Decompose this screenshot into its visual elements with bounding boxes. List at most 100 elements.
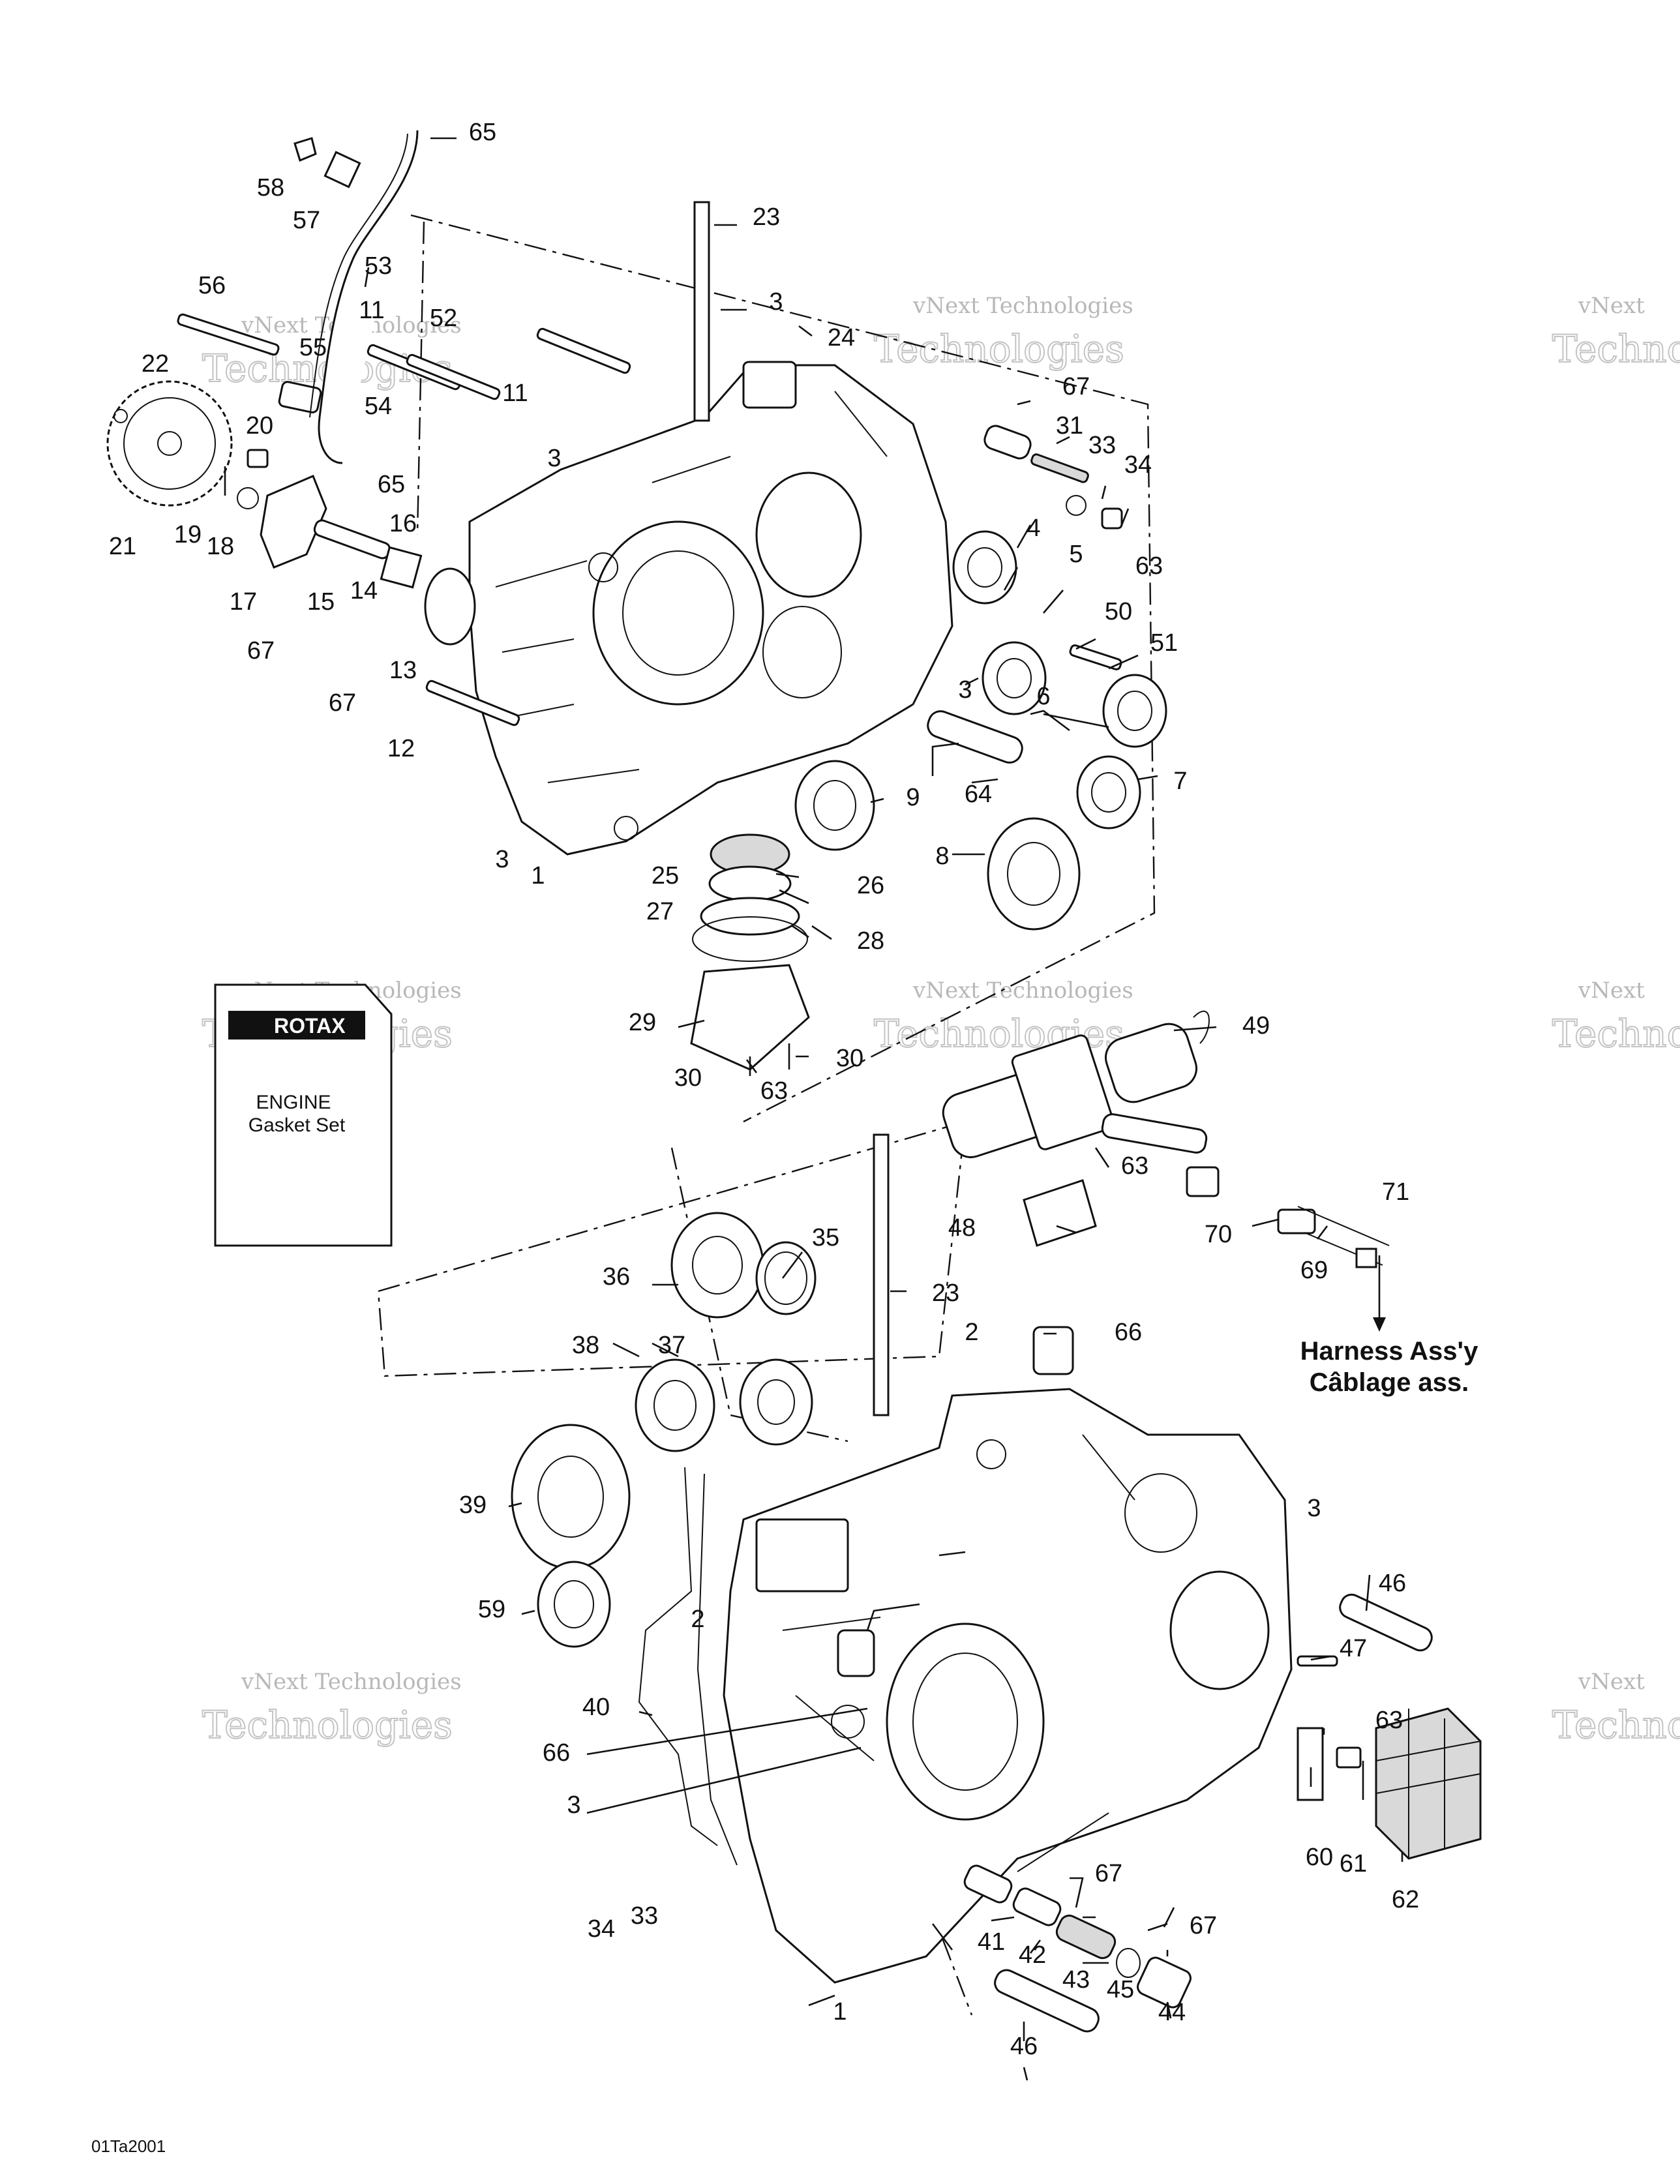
harness-caption-line2: Câblage ass. — [1310, 1368, 1469, 1397]
oil-filter-assembly — [690, 833, 810, 1076]
stud-upper — [693, 201, 710, 422]
part-number-label: 28 — [857, 927, 884, 955]
part-number-label: 23 — [932, 1279, 959, 1307]
part-number-label: 2 — [691, 1606, 704, 1633]
part-number-label: 20 — [246, 412, 273, 440]
part-number-label: 41 — [978, 1928, 1005, 1956]
part-number-label: 48 — [948, 1214, 976, 1242]
nut — [293, 137, 317, 162]
part-number-label: 66 — [1115, 1319, 1142, 1346]
part-number-label: 22 — [142, 350, 169, 378]
part-number-label: 18 — [207, 533, 234, 560]
part-number-label: 6 — [1036, 683, 1050, 710]
connector-plug — [1355, 1248, 1377, 1268]
part-number-label: 67 — [329, 689, 356, 717]
part-number-label: 3 — [567, 1791, 580, 1819]
part-number-label: 16 — [389, 510, 417, 537]
part-number-label: 59 — [478, 1596, 505, 1623]
lower-crankcase — [697, 1388, 1293, 1984]
kit-line1: ENGINE — [256, 1092, 331, 1113]
part-number-label: 21 — [109, 533, 136, 560]
oil-pump-gear — [106, 380, 233, 507]
stud-lower — [873, 1133, 890, 1416]
harness-caption-line1: Harness Ass'y — [1300, 1337, 1478, 1366]
oil-tube — [318, 130, 419, 464]
part-number-label: 38 — [572, 1332, 599, 1359]
part-number-label: 67 — [247, 637, 275, 665]
oil-tube-inner — [309, 133, 408, 418]
part-number-label: 39 — [459, 1491, 487, 1519]
part-number-label: 50 — [1105, 598, 1132, 625]
gasket-kit: ROTAX ENGINE Gasket Set — [214, 983, 393, 1247]
part-number-label: 58 — [257, 174, 284, 202]
part-number-label: 63 — [760, 1077, 788, 1105]
watermark-text: vNext Technologies — [241, 1669, 462, 1695]
part-number-label: 23 — [753, 203, 780, 231]
part-number-label: 46 — [1379, 1570, 1406, 1597]
oil-pump-parts — [177, 313, 476, 646]
part-number-label: 64 — [965, 781, 992, 808]
connector — [1277, 1208, 1316, 1234]
part-number-label: 63 — [1121, 1152, 1148, 1180]
watermark-text: Technologies — [1552, 327, 1680, 371]
part-number-label: 2 — [965, 1319, 978, 1346]
part-number-label: 15 — [307, 588, 335, 616]
part-number-label: 14 — [350, 577, 378, 605]
part-number-label: 55 — [299, 334, 327, 361]
shafts — [837, 425, 1433, 2033]
drawing-code: 01Ta2001 — [91, 2136, 166, 2156]
part-number-label: 47 — [1340, 1635, 1367, 1662]
part-number-label: 7 — [1173, 768, 1187, 795]
watermark-text: Technologies — [1552, 1011, 1680, 1056]
kit-brand: ROTAX — [274, 1014, 346, 1038]
part-number-label: 36 — [603, 1263, 630, 1291]
part-number-label: 67 — [1095, 1860, 1122, 1887]
part-number-label: 67 — [1190, 1912, 1217, 1939]
clamp — [323, 151, 361, 188]
part-number-label: 33 — [1088, 432, 1116, 459]
part-number-label: 5 — [1069, 541, 1083, 568]
kit-line2: Gasket Set — [248, 1114, 346, 1136]
watermark-text: vNext — [1578, 1669, 1645, 1695]
part-number-label: 30 — [836, 1045, 863, 1072]
part-number-label: 49 — [1242, 1012, 1270, 1040]
watermark-text: Technologies — [1552, 1703, 1680, 1747]
part-number-label: 45 — [1107, 1976, 1134, 2003]
part-number-label: 42 — [1019, 1941, 1046, 1969]
part-number-label: 51 — [1150, 629, 1178, 657]
part-number-label: 61 — [1340, 1850, 1367, 1877]
part-number-label: 11 — [502, 380, 528, 407]
watermark-text: vNext Technologies — [912, 293, 1133, 319]
part-number-label: 29 — [629, 1009, 656, 1036]
part-number-label: 3 — [769, 288, 783, 316]
part-number-label: 4 — [1027, 515, 1040, 542]
part-number-label: 3 — [1307, 1495, 1321, 1522]
part-number-label: 1 — [531, 862, 545, 890]
harness-arrow — [1373, 1317, 1386, 1332]
part-number-label: 53 — [365, 252, 392, 280]
part-number-label: 56 — [198, 272, 226, 299]
part-number-label: 1 — [833, 1998, 847, 2026]
part-number-label: 65 — [378, 471, 405, 498]
part-number-label: 17 — [230, 588, 257, 616]
part-number-label: 24 — [828, 324, 855, 352]
watermark-text: vNext Technologies — [912, 978, 1133, 1004]
starter-gasket — [1023, 1179, 1097, 1247]
part-number-label: 35 — [812, 1224, 839, 1251]
part-number-label: 31 — [1056, 412, 1083, 440]
bearings — [511, 530, 1167, 1648]
part-number-label: 52 — [430, 305, 457, 332]
part-number-label: 12 — [387, 735, 415, 762]
watermark-text: vNext — [1578, 293, 1645, 319]
part-number-label: 46 — [1010, 2033, 1038, 2060]
part-number-label: 40 — [582, 1694, 610, 1721]
part-number-label: 70 — [1205, 1221, 1232, 1248]
part-number-label: 66 — [543, 1739, 570, 1767]
part-number-label: 71 — [1382, 1178, 1409, 1206]
part-number-label: 63 — [1375, 1707, 1403, 1734]
part-number-label: 3 — [495, 846, 509, 873]
part-number-label: 27 — [646, 898, 674, 925]
part-number-label: 54 — [365, 393, 392, 420]
